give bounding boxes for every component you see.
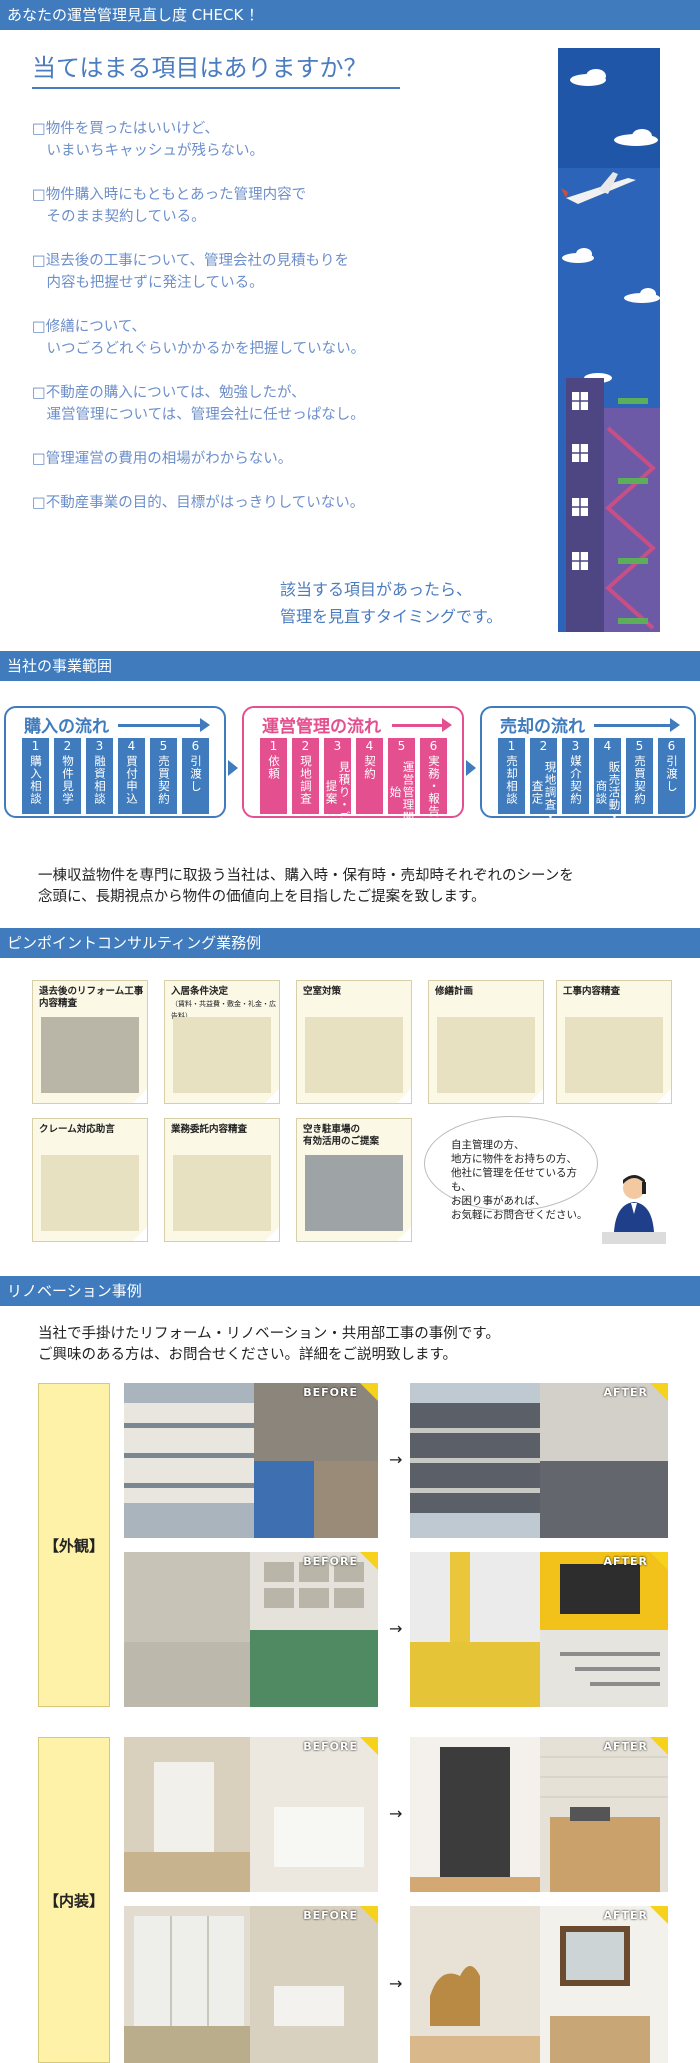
flow-arrow (118, 718, 210, 732)
contract-review-illustration (173, 1155, 271, 1231)
check-item: □不動産事業の目的、目標がはっきりしていない。 (32, 495, 365, 511)
flow-arrow (594, 718, 680, 732)
section-header-check: あなたの運営管理見直し度 CHECK ！ (0, 0, 700, 30)
check-item: □修繕について、 いつごろどれぐらいかかるかを把握していない。 (32, 319, 366, 357)
check-title: 当てはまる項目はありますか？ (32, 48, 400, 89)
reform-photo (41, 1017, 139, 1093)
check-list: □物件を買ったはいいけど、 いまいちキャッシュが残らない。 □物件購入時にもとも… (32, 118, 412, 536)
consulting-card: 退去後のリフォーム工事 内容精査 (32, 980, 148, 1104)
check-footer: 該当する項目があったら、 管理を見直すタイミングです。 (280, 580, 503, 626)
before-after-arrow: → (389, 1619, 403, 1638)
flow-title: 売却の流れ (500, 717, 585, 737)
before-photo-washroom: BEFORE (124, 1906, 378, 2063)
claim-illustration (41, 1155, 139, 1231)
consulting-card: 空き駐車場の 有効活用のご提案 (296, 1118, 412, 1242)
check-item: □退去後の工事について、管理会社の見積もりを 内容も把握せずに発注している。 (32, 253, 350, 291)
flow-connector-arrow (228, 760, 238, 776)
before-photo-exterior: BEFORE (124, 1383, 378, 1538)
scope-description: 一棟収益物件を専門に取扱う当社は、購入時・保有時・売却時それぞれのシーンを 念頭… (38, 868, 574, 905)
check-item: □物件購入時にもともとあった管理内容で そのまま契約している。 (32, 187, 307, 225)
flow-connector-arrow (466, 760, 476, 776)
before-photo-interior: BEFORE (124, 1737, 378, 1892)
consulting-card: クレーム対応助言 (32, 1118, 148, 1242)
airplane-icon (561, 172, 636, 204)
after-photo-exterior: AFTER (410, 1383, 668, 1538)
consulting-card: 修繕計画 (428, 980, 544, 1104)
repair-plan-illustration (437, 1017, 535, 1093)
renovation-description: 当社で手掛けたリフォーム・リノベーション・共用部工事の事例です。 ご興味のある方… (38, 1326, 500, 1363)
flow-arrow (392, 718, 452, 732)
after-photo-interior: AFTER (410, 1737, 668, 1892)
check-item: □管理運営の費用の相場がわからない。 (32, 451, 293, 467)
person-desk-illustration (173, 1017, 271, 1093)
vacant-room-illustration (305, 1017, 403, 1093)
after-photo-washroom: AFTER (410, 1906, 668, 2063)
worker-illustration (565, 1017, 663, 1093)
section-header-scope: 当社の事業範囲 (0, 651, 700, 681)
flow-title: 運営管理の流れ (262, 717, 381, 737)
building-illustration (558, 48, 660, 632)
section-header-renovation: リノベーション事例 (0, 1276, 700, 1306)
reno-group-exterior: 【外観】 (38, 1383, 110, 1707)
section-header-pinpoint: ピンポイントコンサルティング業務例 (0, 928, 700, 958)
before-after-arrow: → (389, 1804, 403, 1823)
before-after-arrow: → (389, 1450, 403, 1469)
flow-title: 購入の流れ (24, 717, 109, 737)
check-item: □不動産の購入については、勉強したが、 運営管理については、管理会社に任せっぱな… (32, 385, 365, 423)
after-photo-common: AFTER (410, 1552, 668, 1707)
operator-illustration (602, 1170, 666, 1244)
consulting-card: 工事内容精査 (556, 980, 672, 1104)
consulting-card: 空室対策 (296, 980, 412, 1104)
parking-photo (305, 1155, 403, 1231)
before-after-arrow: → (389, 1974, 403, 1993)
consulting-card: 業務委託内容精査 (164, 1118, 280, 1242)
reno-group-interior: 【内装】 (38, 1737, 110, 2063)
check-item: □物件を買ったはいいけど、 いまいちキャッシュが残らない。 (32, 121, 264, 159)
consulting-card: 入居条件決定（賃料・共益費・敷金・礼金・広告料） (164, 980, 280, 1104)
before-photo-common: BEFORE (124, 1552, 378, 1707)
contact-bubble: 自主管理の方、 地方に物件をお持ちの方、 他社に管理を任せている方も、 お困り事… (424, 1116, 598, 1221)
